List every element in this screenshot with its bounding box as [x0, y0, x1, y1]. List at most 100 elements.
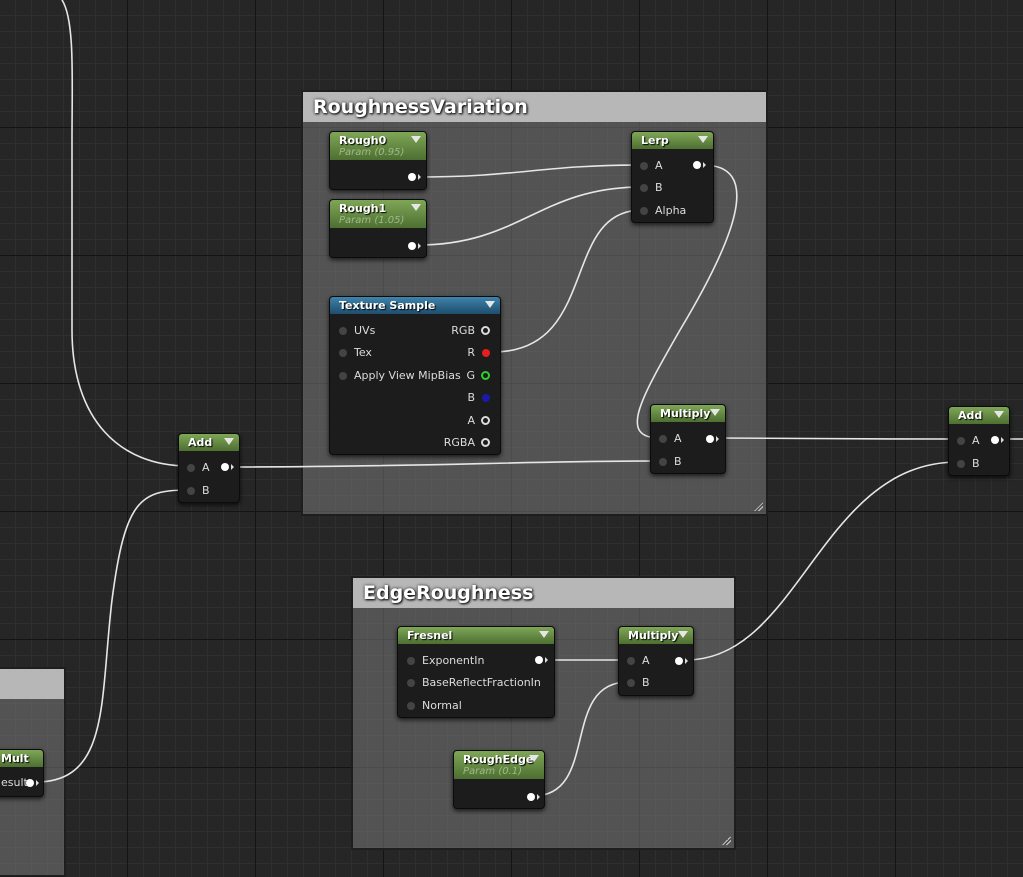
- output-pin-icon[interactable]: [221, 463, 229, 471]
- node-title: Add: [188, 436, 213, 449]
- output-pin-icon[interactable]: [481, 326, 490, 335]
- input-pin-icon[interactable]: [957, 437, 965, 445]
- node-subtitle: Param (0.95): [339, 147, 405, 158]
- node-rough-edge[interactable]: RoughEdge Param (0.1): [453, 750, 545, 809]
- node-header[interactable]: Multiply: [651, 405, 725, 422]
- chevron-down-icon[interactable]: [529, 755, 539, 762]
- chevron-down-icon[interactable]: [710, 409, 720, 416]
- pin-label-uvs: UVs: [354, 324, 376, 337]
- output-pin-icon[interactable]: [991, 436, 999, 444]
- node-fresnel[interactable]: Fresnel ExponentIn BaseReflectFractionIn…: [397, 626, 555, 718]
- input-pin-icon[interactable]: [187, 487, 195, 495]
- pin-arrow-icon: [537, 794, 540, 800]
- pin-label-b: B: [642, 676, 650, 689]
- comment-title: RoughnessVariation: [303, 92, 766, 122]
- input-pin-icon[interactable]: [407, 702, 415, 710]
- node-add-right[interactable]: Add A B: [948, 406, 1010, 476]
- pin-label-b: B: [655, 181, 663, 194]
- node-header[interactable]: Rough1 Param (1.05): [330, 200, 426, 228]
- pin-arrow-icon: [1001, 437, 1004, 443]
- node-header[interactable]: Multiply: [619, 627, 693, 644]
- pin-label-b: B: [202, 484, 210, 497]
- pin-arrow-icon: [685, 658, 688, 664]
- input-pin-icon[interactable]: [640, 162, 648, 170]
- comment-title: EdgeRoughness: [353, 578, 734, 608]
- output-pin-icon[interactable]: [408, 173, 416, 181]
- output-pin-icon[interactable]: [535, 656, 543, 664]
- pin-label-a: A: [972, 434, 980, 447]
- pin-label-tex: Tex: [354, 346, 372, 359]
- pin-label-a: A: [467, 414, 475, 427]
- chevron-down-icon[interactable]: [485, 301, 495, 308]
- chevron-down-icon[interactable]: [411, 204, 421, 211]
- node-multiply-bottom[interactable]: Multiply A B: [618, 626, 694, 696]
- node-texture-sample[interactable]: Texture Sample UVs Tex Apply View MipBia…: [329, 296, 501, 455]
- input-pin-icon[interactable]: [339, 349, 347, 357]
- pin-arrow-icon: [418, 243, 421, 249]
- chevron-down-icon[interactable]: [678, 631, 688, 638]
- output-pin-icon[interactable]: [706, 435, 714, 443]
- output-pin-icon[interactable]: [481, 416, 490, 425]
- node-header[interactable]: Mult: [0, 750, 43, 767]
- chevron-down-icon[interactable]: [994, 411, 1004, 418]
- node-lerp[interactable]: Lerp A B Alpha: [631, 131, 714, 223]
- node-header[interactable]: Fresnel: [398, 627, 554, 644]
- output-pin-icon[interactable]: [675, 657, 683, 665]
- node-subtitle: Param (1.05): [339, 215, 405, 226]
- output-pin-blue-icon[interactable]: [482, 394, 490, 402]
- resize-handle-icon[interactable]: [721, 835, 731, 845]
- resize-handle-icon[interactable]: [753, 501, 763, 511]
- pin-label-b: B: [972, 457, 980, 470]
- input-pin-icon[interactable]: [187, 464, 195, 472]
- pin-label-rgba: RGBA: [443, 436, 475, 449]
- node-title: RoughEdge: [463, 753, 534, 766]
- node-header[interactable]: Add: [949, 407, 1009, 424]
- node-title: Multiply: [628, 629, 679, 642]
- node-header[interactable]: Texture Sample: [330, 297, 500, 314]
- chevron-down-icon[interactable]: [224, 438, 234, 445]
- output-pin-icon[interactable]: [408, 242, 416, 250]
- pin-arrow-icon: [703, 162, 706, 168]
- pin-label-b: B: [467, 391, 475, 404]
- output-pin-red-icon[interactable]: [482, 349, 490, 357]
- pin-arrow-icon: [545, 657, 548, 663]
- input-pin-icon[interactable]: [659, 458, 667, 466]
- input-pin-icon[interactable]: [339, 327, 347, 335]
- output-pin-green-icon[interactable]: [481, 371, 490, 380]
- node-title: Texture Sample: [339, 299, 436, 312]
- input-pin-icon[interactable]: [407, 679, 415, 687]
- node-rough0[interactable]: Rough0 Param (0.95): [329, 131, 427, 190]
- node-header[interactable]: Add: [179, 434, 239, 451]
- chevron-down-icon[interactable]: [698, 136, 708, 143]
- input-pin-icon[interactable]: [627, 657, 635, 665]
- node-mult-partial[interactable]: Mult esult: [0, 749, 44, 797]
- output-pin-icon[interactable]: [481, 438, 490, 447]
- chevron-down-icon[interactable]: [411, 136, 421, 143]
- output-pin-icon[interactable]: [527, 793, 535, 801]
- input-pin-icon[interactable]: [640, 184, 648, 192]
- node-add-left[interactable]: Add A B: [178, 433, 240, 503]
- input-pin-icon[interactable]: [640, 207, 648, 215]
- output-pin-icon[interactable]: [693, 161, 701, 169]
- node-rough1[interactable]: Rough1 Param (1.05): [329, 199, 427, 258]
- node-header[interactable]: Lerp: [632, 132, 713, 149]
- input-pin-icon[interactable]: [339, 372, 347, 380]
- node-multiply-top[interactable]: Multiply A B: [650, 404, 726, 474]
- pin-label-basereflect: BaseReflectFractionIn: [422, 676, 541, 689]
- node-title: Fresnel: [407, 629, 453, 642]
- input-pin-icon[interactable]: [659, 435, 667, 443]
- pin-label-exponent: ExponentIn: [422, 654, 485, 667]
- pin-label-mipbias: Apply View MipBias: [354, 369, 461, 382]
- pin-arrow-icon: [716, 436, 719, 442]
- node-title: Add: [958, 409, 983, 422]
- input-pin-icon[interactable]: [407, 657, 415, 665]
- chevron-down-icon[interactable]: [539, 631, 549, 638]
- output-pin-icon[interactable]: [26, 779, 34, 787]
- node-header[interactable]: RoughEdge Param (0.1): [454, 751, 544, 779]
- pin-label-g: G: [466, 369, 475, 382]
- pin-label-result: esult: [1, 776, 28, 789]
- pin-arrow-icon: [231, 464, 234, 470]
- input-pin-icon[interactable]: [957, 460, 965, 468]
- node-header[interactable]: Rough0 Param (0.95): [330, 132, 426, 160]
- input-pin-icon[interactable]: [627, 679, 635, 687]
